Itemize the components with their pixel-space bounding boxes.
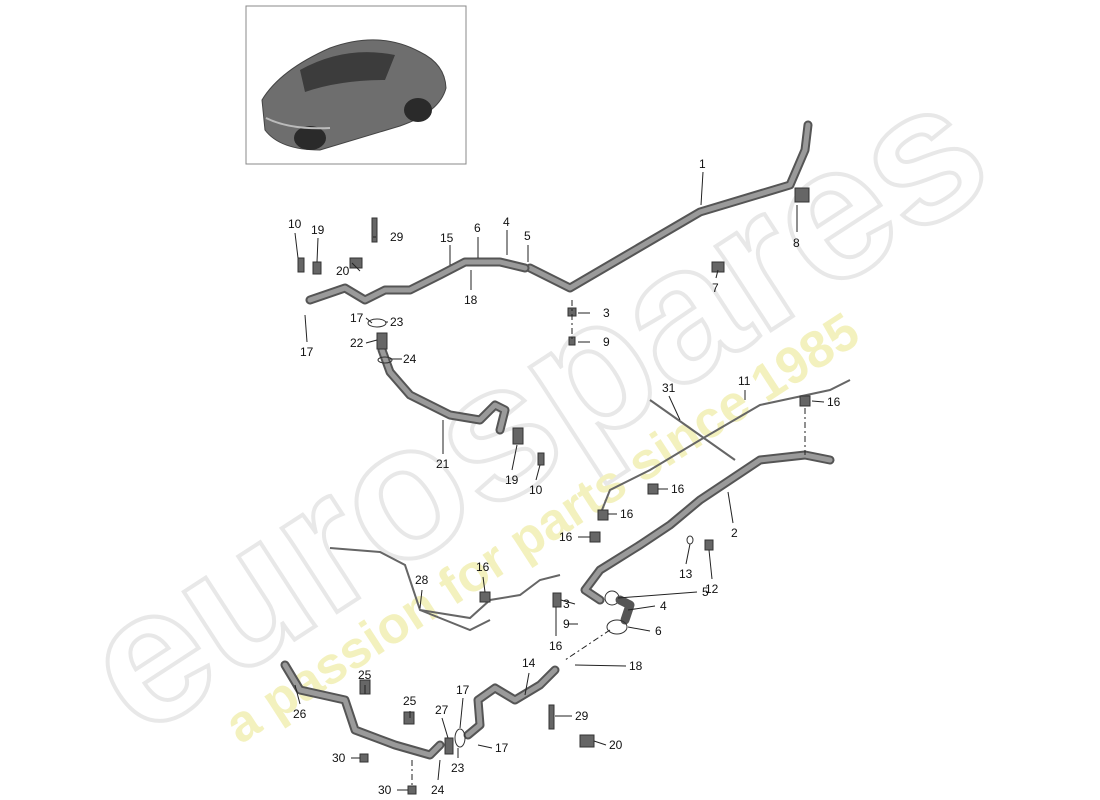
callout-21: 21: [436, 457, 450, 471]
callout-22: 22: [350, 336, 364, 350]
callout-16: 16: [620, 507, 634, 521]
callout-28: 28: [415, 573, 429, 587]
callout-29: 29: [390, 230, 404, 244]
callout-17: 17: [300, 345, 314, 359]
callout-18: 18: [464, 293, 478, 307]
pipe-26: [280, 660, 445, 760]
pipe-2: [580, 450, 835, 605]
pipe-15: [305, 257, 530, 305]
callout-29: 29: [575, 709, 589, 723]
callout-9: 9: [563, 617, 570, 631]
callout-16: 16: [827, 395, 841, 409]
callout-10: 10: [288, 217, 302, 231]
callout-1: 1: [699, 157, 706, 171]
callout-17: 17: [350, 311, 364, 325]
pipe-21: [377, 345, 510, 435]
callout-24: 24: [431, 783, 445, 797]
callout-7: 7: [712, 281, 719, 295]
callout-30: 30: [332, 751, 346, 765]
callout-17: 17: [456, 683, 470, 697]
callout-5: 5: [524, 229, 531, 243]
pipe-1: [525, 120, 813, 293]
callout-17: 17: [495, 741, 509, 755]
callout-26: 26: [293, 707, 307, 721]
callout-14: 14: [522, 656, 536, 670]
callout-27: 27: [435, 703, 449, 717]
callout-5: 5: [702, 585, 709, 599]
callout-25: 25: [358, 668, 372, 682]
callout-16: 16: [476, 560, 490, 574]
callout-11: 11: [738, 374, 751, 388]
callout-9: 9: [603, 335, 610, 349]
callout-25: 25: [403, 694, 417, 708]
callout-19: 19: [505, 473, 519, 487]
callout-12: 12: [705, 582, 719, 596]
callout-2: 2: [731, 526, 738, 540]
callout-8: 8: [793, 236, 800, 250]
callout-3: 3: [563, 597, 570, 611]
callout-23: 23: [451, 761, 465, 775]
callout-labels: 1 8 7 3 9 29 15 6 4 5 10 19 20 18 17 23 …: [288, 157, 841, 797]
line-11: [599, 379, 851, 516]
callout-6: 6: [474, 221, 481, 235]
callout-10: 10: [529, 483, 543, 497]
callout-4: 4: [503, 215, 510, 229]
vehicle-thumbnail: [245, 5, 467, 165]
small-parts: [297, 187, 811, 795]
callout-20: 20: [336, 264, 350, 278]
callout-16: 16: [671, 482, 685, 496]
callout-24: 24: [403, 352, 417, 366]
pipe-14: [463, 665, 560, 740]
callout-18: 18: [629, 659, 643, 673]
callout-16: 16: [559, 530, 573, 544]
line-28: [329, 547, 561, 632]
callout-20: 20: [609, 738, 623, 752]
callout-16: 16: [549, 639, 563, 653]
callout-23: 23: [390, 315, 404, 329]
callout-30: 30: [378, 783, 392, 797]
callout-4: 4: [660, 599, 667, 613]
callout-31: 31: [662, 381, 676, 395]
callout-13: 13: [679, 567, 693, 581]
callout-15: 15: [440, 231, 454, 245]
leader-lines: [294, 171, 825, 791]
callout-19: 19: [311, 223, 325, 237]
callout-3: 3: [603, 306, 610, 320]
callout-6: 6: [655, 624, 662, 638]
